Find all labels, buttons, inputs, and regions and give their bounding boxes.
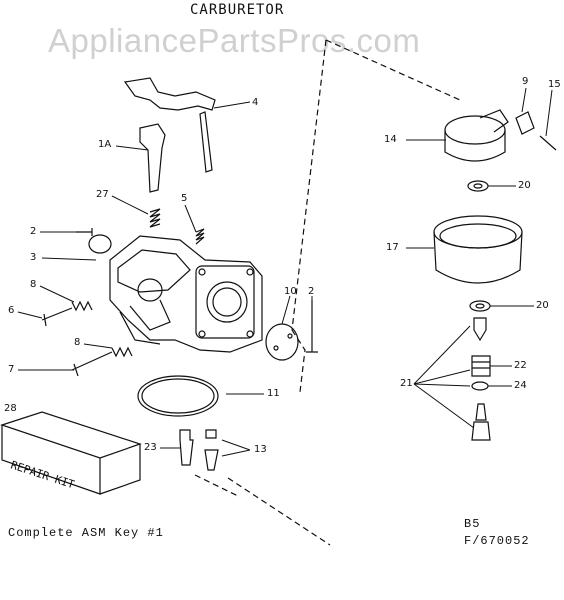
clip-9-part (515, 111, 535, 135)
repair-kit-28-part (0, 411, 142, 495)
needle-23-part (179, 429, 194, 466)
callout-9: 9 (522, 76, 529, 87)
leader-lines (17, 87, 553, 457)
caption-figure-number: F/670052 (464, 534, 530, 548)
callout-8b: 8 (74, 337, 81, 348)
callout-22: 22 (514, 360, 527, 371)
spring-8b-part (111, 346, 133, 358)
callout-2b: 2 (308, 286, 315, 297)
callout-20b: 20 (536, 300, 549, 311)
callout-21: 21 (400, 378, 413, 389)
carburetor-body-part (109, 235, 263, 353)
caption-complete-asm: Complete ASM Key #1 (8, 526, 164, 540)
float-bowl-17-part (433, 215, 523, 284)
spring-27-part (149, 208, 161, 228)
repair-kit-label: REPAIR KIT (9, 458, 76, 491)
screw-2b-part (306, 300, 318, 353)
gasket-11-part (137, 375, 219, 417)
callout-15: 15 (548, 79, 561, 90)
callout-23: 23 (144, 442, 157, 453)
dashed-divider (227, 39, 461, 546)
callout-28: 28 (4, 403, 17, 414)
callout-7: 7 (8, 364, 15, 375)
watermark: AppliancePartsPros.com (48, 22, 421, 59)
diaphragm-10-part (265, 323, 299, 361)
washer-20a-part (467, 180, 489, 192)
spring-5-part (195, 228, 205, 245)
caption-b5: B5 (464, 517, 481, 531)
callout-10: 10 (284, 286, 297, 297)
callout-13: 13 (254, 444, 267, 455)
spring-22-part (471, 355, 491, 377)
screw-2-part (76, 228, 93, 236)
washer-24-part (471, 381, 489, 391)
callout-11: 11 (267, 388, 280, 399)
callout-5: 5 (181, 193, 188, 204)
float-cover-14-part (444, 109, 509, 162)
screw-6-part (41, 307, 73, 327)
spring-8a-part (71, 300, 93, 312)
washer-20b-part (469, 300, 491, 312)
callout-27: 27 (96, 189, 109, 200)
callout-8a: 8 (30, 279, 37, 290)
callout-3: 3 (30, 252, 37, 263)
callout-24: 24 (514, 380, 527, 391)
diagram-title: CARBURETOR (190, 2, 285, 18)
callout-14: 14 (384, 134, 397, 145)
needle-21-part (471, 403, 491, 441)
choke-lever-part (139, 123, 166, 193)
callout-6: 6 (8, 305, 15, 316)
screw-7-part (71, 351, 113, 377)
diaphragm-3-part (88, 234, 112, 254)
throttle-bracket-part (123, 77, 216, 111)
callout-1a: 1A (98, 139, 112, 150)
jet-21a-part (473, 317, 487, 342)
valve-13-part (204, 429, 219, 471)
callout-20a: 20 (518, 180, 531, 191)
callout-17: 17 (386, 242, 399, 253)
pin-15-part (539, 135, 557, 151)
callout-2a: 2 (30, 226, 37, 237)
callout-4: 4 (252, 97, 259, 108)
